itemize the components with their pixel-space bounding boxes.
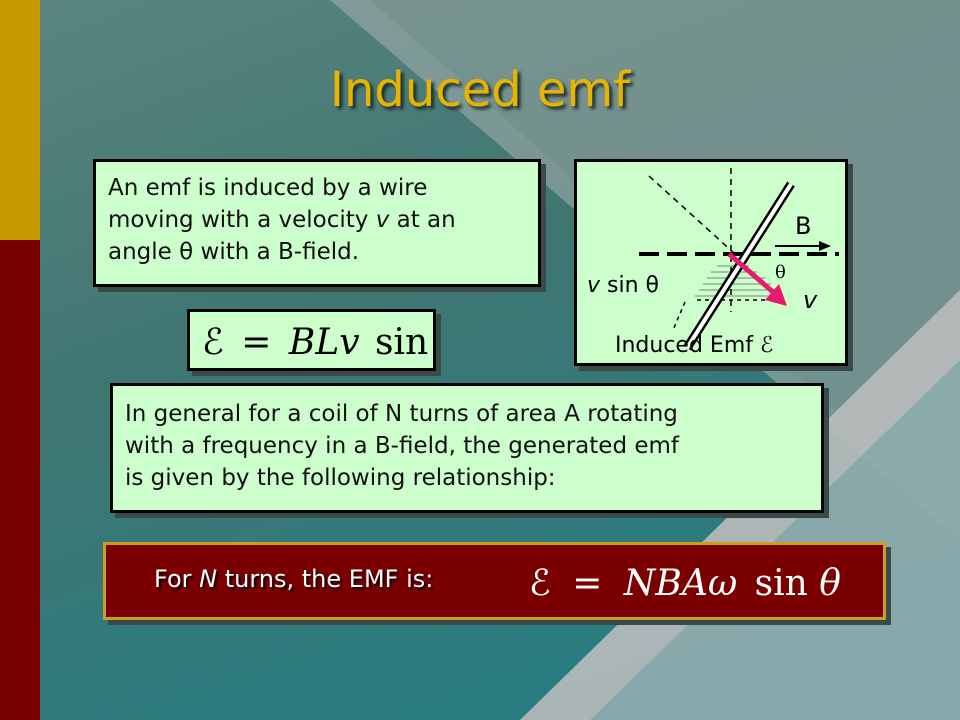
- intro-line-3: angle θ with a B-field.: [108, 239, 360, 265]
- intro-text-box: An emf is induced by a wire moving with …: [93, 159, 541, 287]
- n-turns-label: For N turns, the EMF is:: [154, 565, 434, 593]
- wire-diagram: B θ v sin θ v Induced Emf ℰ: [587, 168, 839, 358]
- n-turns-box: For N turns, the EMF is: ℰ = NBAω sin θ: [103, 542, 886, 620]
- v-label: v: [803, 286, 818, 314]
- general-line-3: is given by the following relationship:: [125, 465, 556, 491]
- dashed-diagonal: [648, 175, 736, 255]
- formula-blv: ℰ = BLv sin θ: [202, 322, 462, 363]
- intro-line-2: moving with a velocity v at an: [108, 207, 456, 233]
- b-arrowhead: [819, 241, 831, 251]
- emf-symbol-2: ℰ: [529, 563, 551, 604]
- general-text-box: In general for a coil of N turns of area…: [110, 383, 824, 513]
- velocity-arrow: [727, 252, 775, 294]
- induced-emf-label: Induced Emf ℰ: [615, 333, 773, 358]
- svg-text:ℰ = NBAω sin: ℰ = NBAω sin θ: [529, 563, 841, 604]
- wire: [683, 181, 795, 351]
- left-accent-red: [0, 240, 40, 720]
- velocity-arrowhead: [765, 284, 787, 306]
- n-turns-formula: ℰ = NBAω sin θ: [529, 563, 841, 604]
- vsin-label: v sin θ: [587, 273, 659, 298]
- wire-diagram-box: B θ v sin θ v Induced Emf ℰ: [574, 159, 848, 366]
- slide-title: Induced emf: [329, 62, 631, 118]
- formula-blv-box: ℰ = BLv sin θ: [187, 309, 462, 371]
- general-line-2: with a frequency in a B-field, the gener…: [125, 433, 680, 459]
- theta-label: θ: [775, 262, 786, 283]
- intro-line-1: An emf is induced by a wire: [108, 175, 428, 201]
- velocity-symbol: v: [375, 207, 390, 233]
- svg-text:ℰ = BLv sin: ℰ = BLv sin θ: [202, 322, 433, 363]
- emf-symbol: ℰ: [202, 322, 224, 363]
- general-line-1: In general for a coil of N turns of area…: [125, 401, 678, 427]
- left-accent-gold: [0, 0, 40, 240]
- b-label: B: [795, 212, 811, 240]
